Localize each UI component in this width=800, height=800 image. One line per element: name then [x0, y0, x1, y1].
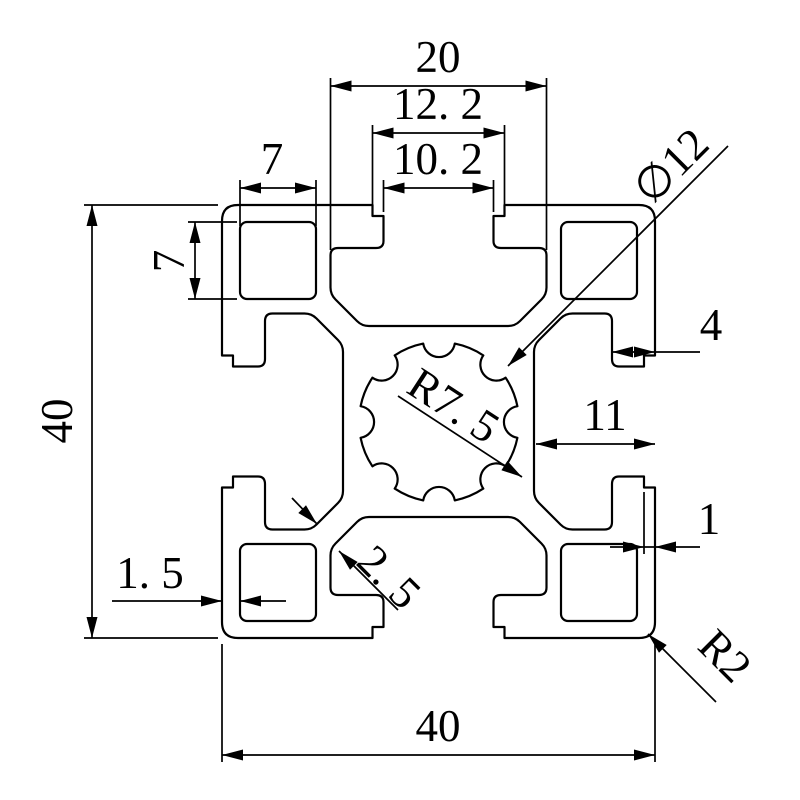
arrowhead — [508, 347, 527, 366]
corner-hole-bottom-left — [238, 542, 318, 623]
arrowhead — [623, 541, 644, 553]
arrowhead — [222, 749, 243, 761]
dim-label-40-left: 40 — [32, 399, 82, 444]
arrowhead — [472, 182, 494, 194]
center-bore-gear — [359, 342, 519, 502]
profile-geometry — [220, 203, 657, 640]
arrowhead — [536, 438, 557, 450]
corner-hole-bottom-right — [559, 542, 639, 623]
dimension-line — [507, 145, 729, 367]
arrowhead — [483, 127, 505, 139]
dim-label-2-5: 2. 5 — [348, 535, 431, 618]
dim-label-dia12: ∅12 — [623, 118, 718, 213]
arrowhead — [648, 634, 667, 653]
profile-outline — [220, 203, 657, 640]
arrowhead — [612, 346, 633, 358]
arrowhead — [383, 182, 405, 194]
corner-hole-top-left — [238, 220, 318, 301]
arrowhead — [86, 617, 98, 638]
arrowhead — [330, 80, 352, 92]
arrowhead — [240, 182, 261, 194]
arrowhead — [372, 127, 394, 139]
arrowhead — [298, 505, 317, 524]
dim-label-20: 20 — [416, 32, 461, 82]
dim-label-11: 11 — [583, 390, 626, 440]
dim-label-1-5: 1. 5 — [116, 548, 184, 598]
dim-label-40-bottom: 40 — [416, 701, 461, 751]
arrowhead — [240, 595, 261, 607]
dim-label-4: 4 — [700, 300, 723, 350]
dim-label-r7-5: R7. 5 — [399, 358, 508, 453]
dim-label-1: 1 — [698, 494, 721, 544]
dim-label-r2: R2 — [689, 620, 761, 692]
arrowhead — [634, 346, 655, 358]
arrowhead — [501, 460, 522, 477]
dim-label-12-2: 12. 2 — [393, 79, 483, 129]
arrowhead — [634, 749, 655, 761]
dimension-line — [397, 395, 523, 478]
arrowhead — [189, 278, 201, 299]
dim-label-7-left: 7 — [144, 250, 194, 273]
arrowhead — [634, 438, 655, 450]
dimension-labels: 20 12. 2 10. 2 7 7 40 40 ∅12 R7. 5 4 11 … — [32, 32, 761, 751]
arrowhead — [339, 551, 358, 570]
dim-label-7-top: 7 — [261, 134, 284, 184]
dimension-arrowheads — [86, 80, 676, 761]
arrowhead — [201, 595, 222, 607]
dim-label-10-2: 10. 2 — [393, 134, 483, 184]
arrowhead — [189, 222, 201, 243]
arrowhead — [655, 541, 676, 553]
arrowhead — [525, 80, 547, 92]
arrowhead — [295, 182, 316, 194]
arrowhead — [86, 205, 98, 226]
corner-hole-top-right — [559, 220, 639, 301]
